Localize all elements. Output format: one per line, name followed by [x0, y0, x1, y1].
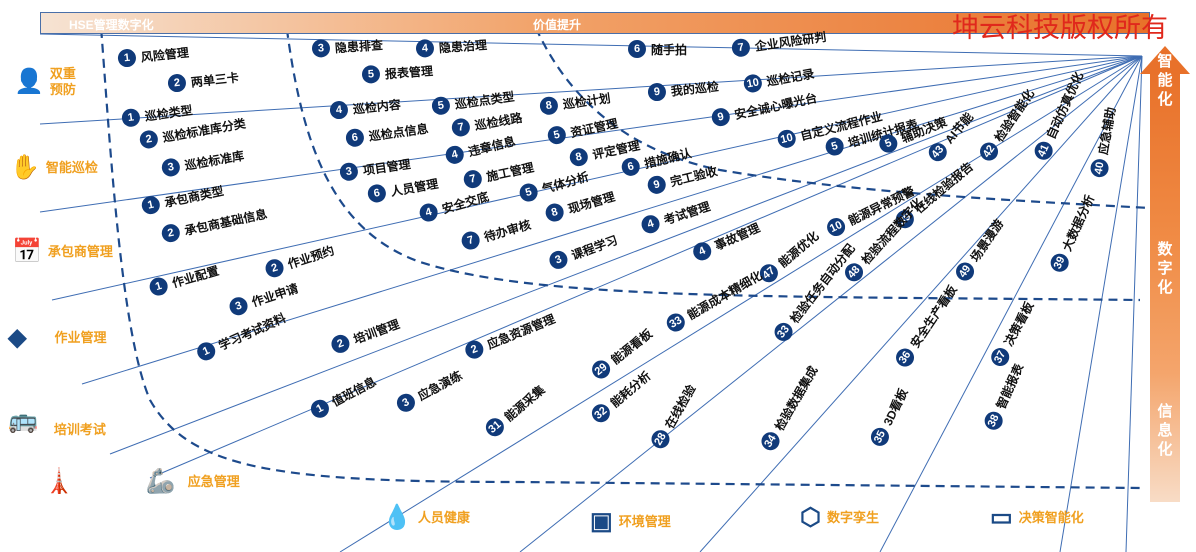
item-label: 随手拍 [651, 42, 688, 57]
ray-line [1059, 55, 1143, 552]
ray-line [109, 55, 1143, 455]
item-number-badge: 9 [647, 82, 667, 102]
ray-line [879, 55, 1143, 552]
item-number-badge: 8 [568, 146, 590, 168]
item-number-badge: 1 [140, 194, 162, 216]
ray-line [81, 55, 1143, 385]
vertical-arrow-bar [1150, 72, 1180, 502]
value-up-label: 价值提升 [533, 18, 582, 32]
item-number-badge: 9 [710, 106, 732, 128]
box-icon: ▣ [590, 508, 613, 535]
value-arrow-bar: HSE管理数字化 价值提升 [40, 12, 1150, 34]
robot-arm-icon: 🦾 [145, 468, 176, 495]
category-health: 💧 人员健康 [382, 506, 470, 530]
ray-line [1125, 55, 1143, 552]
category-label: 承包商管理 [47, 244, 113, 259]
feature-item: 6 随手拍 [628, 40, 687, 58]
item-number-badge: 7 [730, 37, 752, 58]
item-number-badge: 3 [338, 161, 360, 182]
item-number-badge: 6 [344, 127, 366, 148]
category-emergency: 🗼 🦾 应急管理 [44, 470, 240, 494]
ray-line [51, 55, 1143, 301]
hse-digital-label: HSE管理数字化 [69, 18, 154, 32]
monitor-chart-icon: ▭ [990, 504, 1013, 531]
item-number-badge: 1 [117, 48, 137, 68]
ray-line [339, 55, 1143, 552]
item-label: 报表管理 [384, 63, 434, 81]
category-label: 环境管理 [618, 514, 671, 529]
maturity-boundary-line [283, 13, 1141, 302]
category-operation: ◆ 作业管理 [8, 326, 106, 350]
category-training: 🚌 培训考试 [8, 404, 106, 438]
item-label: 隐患排查 [334, 37, 384, 55]
informatized-label: 信息化 [1157, 403, 1173, 458]
category-smart-patrol: ✋ 智能巡检 [10, 156, 98, 180]
category-label: 智能巡检 [45, 160, 98, 175]
item-number-badge: 5 [430, 95, 452, 116]
water-drop-icon: 💧 [382, 504, 412, 531]
item-number-badge: 40 [1089, 157, 1110, 179]
item-number-badge: 3 [311, 38, 331, 58]
item-number-badge: 5 [546, 124, 568, 146]
item-number-badge: 2 [160, 222, 182, 244]
copyright-watermark: 坤云科技版权所有 [952, 13, 1168, 44]
category-decision: ▭ 决策智能化 [990, 506, 1084, 530]
hand-check-icon: ✋ [10, 154, 40, 181]
calendar-clock-icon: 📅 [12, 238, 42, 265]
digital-label: 数字化 [1157, 241, 1173, 296]
cubes-icon: ◆ [8, 324, 27, 351]
item-number-badge: 2 [167, 73, 187, 93]
item-number-badge: 7 [462, 168, 484, 190]
school-bus-icon: 🚌 [8, 407, 38, 434]
item-number-badge: 1 [120, 107, 142, 128]
item-number-badge: 7 [450, 117, 472, 138]
ray-line [39, 33, 1143, 57]
maturity-boundary-line [528, 13, 1151, 210]
item-number-badge: 4 [415, 38, 435, 58]
item-number-badge: 3 [160, 157, 182, 178]
category-label: 培训考试 [53, 422, 106, 437]
maturity-boundary-line [98, 13, 1141, 490]
user-chart-icon: 👤 [14, 68, 44, 95]
item-number-badge: 10 [742, 73, 764, 94]
category-label: 人员健康 [417, 510, 470, 525]
vertical-arrow-head [1140, 46, 1190, 74]
category-twin: ⬡ 数字孪生 [800, 506, 879, 530]
ray-line [39, 55, 1143, 125]
category-label: 作业管理 [54, 330, 107, 345]
twin-hex-icon: ⬡ [800, 504, 821, 531]
item-number-badge: 2 [138, 129, 160, 150]
ray-line [699, 55, 1143, 552]
category-environment: ▣ 环境管理 [590, 510, 671, 534]
category-label: 应急管理 [187, 474, 240, 489]
item-number-badge: 6 [628, 40, 646, 58]
lighthouse-icon: 🗼 [44, 468, 74, 495]
item-number-badge: 5 [361, 64, 381, 84]
category-label: 决策智能化 [1018, 510, 1084, 525]
item-label: 隐患治理 [438, 37, 488, 55]
category-dual-prevention: 👤 双重预防 [14, 66, 80, 98]
ray-line [39, 55, 1143, 213]
category-label: 数字孪生 [826, 510, 879, 525]
item-number-badge: 6 [366, 183, 388, 204]
item-number-badge: 4 [329, 100, 349, 120]
item-number-badge: 8 [538, 95, 560, 116]
category-label: 双重预防 [49, 66, 76, 97]
smart-label: 智能化 [1157, 53, 1173, 108]
ray-line [519, 55, 1143, 552]
category-contractor: 📅 承包商管理 [12, 240, 113, 264]
